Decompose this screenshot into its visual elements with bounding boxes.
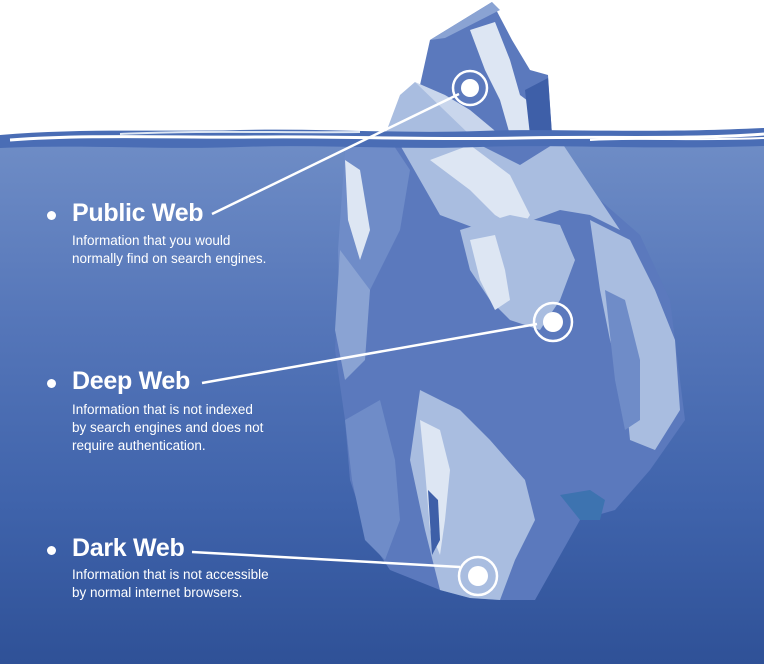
dark-web-marker (457, 555, 499, 597)
bullet-icon (47, 379, 56, 388)
public-web-description-line-2: normally find on search engines. (72, 251, 267, 266)
bullet-icon (47, 211, 56, 220)
leader-lines (191, 92, 538, 569)
dark-web-leader-line (191, 550, 461, 569)
deep-web-description-line-1: Information that is not indexed (72, 402, 253, 417)
deep-web-description-line-2: by search engines and does not (72, 420, 264, 435)
public-web-leader-line (211, 92, 460, 216)
public-web-description-line-1: Information that you would (72, 233, 231, 248)
dark-web-title: Dark Web (72, 534, 185, 562)
bullet-icon (47, 546, 56, 555)
waterline (0, 128, 764, 148)
public-web-title: Public Web (72, 199, 204, 227)
dark-web-description-line-2: by normal internet browsers. (72, 585, 243, 600)
deep-web-leader-line (201, 322, 538, 385)
public-web-marker (451, 69, 489, 107)
deep-web-marker (532, 301, 574, 343)
sky (0, 0, 764, 140)
iceberg-body (335, 140, 685, 600)
dark-web-description-line-1: Information that is not accessible (72, 567, 269, 582)
deep-web-description-line-3: require authentication. (72, 438, 206, 453)
deep-web-title: Deep Web (72, 367, 190, 395)
